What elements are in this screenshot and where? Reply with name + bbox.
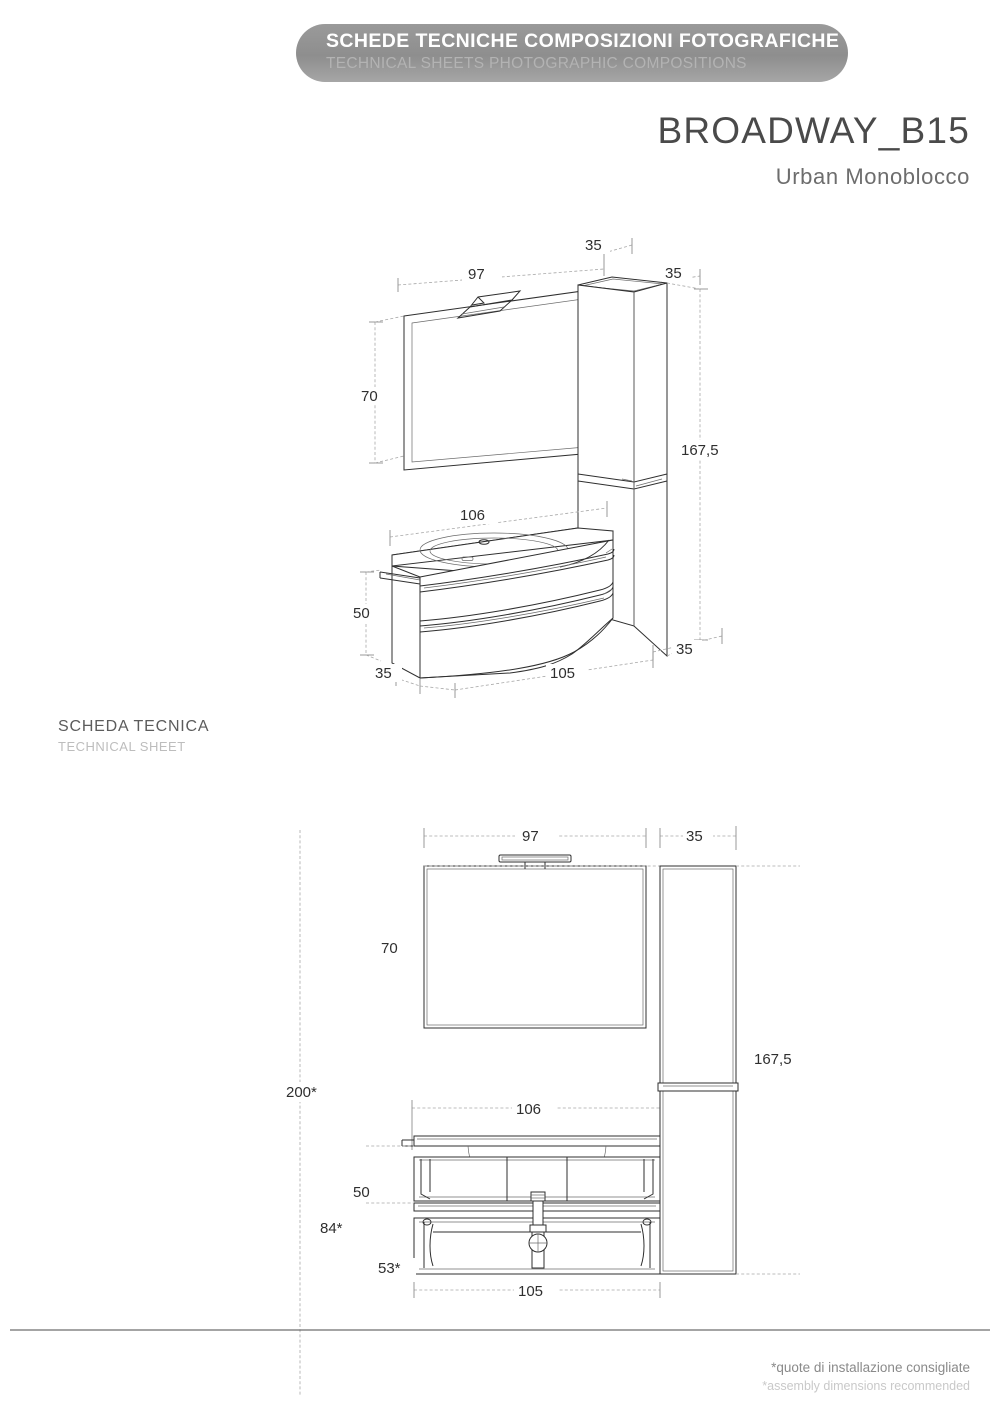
dim-elev-column-height-167-5: 167,5 (736, 865, 802, 1275)
dim-vanity-height-50: 50 (350, 569, 382, 662)
dim-value-167-5a: 167,5 (681, 442, 719, 459)
product-name: BROADWAY_B15 (657, 110, 970, 151)
dim-vanity-top-106: 106 (389, 501, 608, 546)
dim-value-106a: 106 (460, 507, 485, 524)
banner-title-it: SCHEDE TECNICHE COMPOSIZIONI FOTOGRAFICH… (326, 30, 840, 52)
dim-value-70a: 70 (361, 388, 378, 405)
mirror-lamp-elevation (424, 854, 660, 869)
mirror-elevation (423, 865, 647, 1029)
dim-mirror-height-70: 70 (358, 321, 388, 464)
dim-column-width-35-top: 35 (635, 264, 701, 295)
dim-value-35a: 35 (585, 237, 602, 254)
dim-value-35d: 35 (676, 641, 693, 658)
front-elevation-view: 97 35 70 (10, 826, 990, 1395)
tall-column-perspective (577, 276, 668, 658)
dim-value-35c: 35 (375, 665, 392, 682)
dim-elev-base-height-53: 53* (376, 1258, 416, 1278)
section-caption-it: SCHEDA TECNICA (58, 718, 210, 735)
dim-value-50a: 50 (353, 605, 370, 622)
dim-value-167-5b: 167,5 (754, 1051, 792, 1068)
dim-mirror-width-97: 97 (397, 262, 605, 292)
dim-value-50b: 50 (353, 1184, 370, 1201)
dim-elev-total-height-200: 200* (284, 1082, 328, 1102)
perspective-view: 97 35 35 70 (350, 236, 726, 698)
dim-vanity-depth-35-left: 35 (372, 664, 421, 694)
footnote-it: *quote di installazione consigliate (771, 1360, 970, 1375)
dim-elev-vanity-base-105: 105 (413, 1282, 661, 1300)
dim-elev-mirror-width-97: 97 (423, 827, 647, 848)
footnote-en: *assembly dimensions recommended (762, 1379, 970, 1393)
dim-elev-column-width-35: 35 (659, 826, 737, 850)
dim-column-height-167-5: 167,5 (666, 282, 726, 657)
banner-title-en: TECHNICAL SHEETS PHOTOGRAPHIC COMPOSITIO… (326, 55, 747, 72)
tall-column-elevation (657, 865, 739, 1275)
dim-vanity-base-105: 105 (419, 652, 654, 698)
dim-value-105a: 105 (550, 665, 575, 682)
header-banner: SCHEDE TECNICHE COMPOSIZIONI FOTOGRAFICH… (296, 24, 848, 82)
dim-value-105b: 105 (518, 1283, 543, 1300)
dim-value-84: 84* (320, 1220, 343, 1237)
dim-value-106b: 106 (516, 1101, 541, 1118)
vanity-unit-elevation (401, 1135, 661, 1275)
product-line: Urban Monoblocco (775, 164, 970, 189)
mirror-lamp-perspective (456, 290, 522, 319)
dim-column-depth-35-bottom: 35 (652, 628, 723, 660)
dim-column-depth-35-top: 35 (580, 236, 633, 262)
dim-value-35e: 35 (686, 828, 703, 845)
dim-elev-vanity-height-50: 50 (350, 1145, 414, 1204)
section-caption-en: TECHNICAL SHEET (58, 739, 186, 754)
mirror-perspective (403, 287, 605, 471)
dim-elev-mirror-height-70: 70 (378, 939, 408, 957)
dim-value-200: 200* (286, 1084, 317, 1101)
vanity-unit-perspective (379, 527, 615, 679)
dim-value-70b: 70 (381, 940, 398, 957)
dim-elev-vanity-top-106: 106 (411, 1100, 660, 1150)
dim-value-97a: 97 (468, 266, 485, 283)
dim-elev-counter-height-84: 84* (318, 1218, 358, 1238)
drain-siphon (528, 1191, 548, 1269)
dim-value-53: 53* (378, 1260, 401, 1277)
dim-value-97b: 97 (522, 828, 539, 845)
dim-value-35b: 35 (665, 265, 682, 282)
